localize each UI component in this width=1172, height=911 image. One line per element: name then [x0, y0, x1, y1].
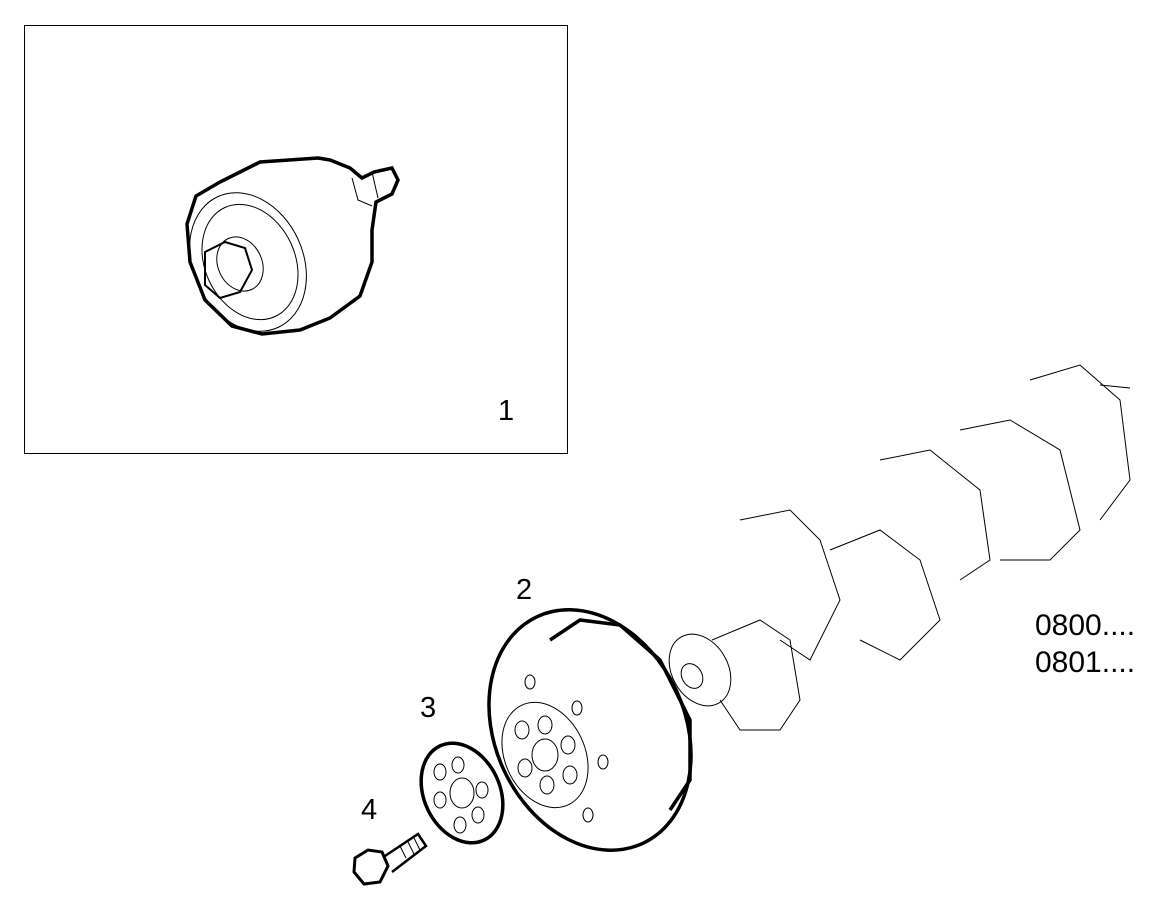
inset-frame: [24, 25, 568, 454]
callout-3: 3: [420, 692, 437, 724]
crankshaft-illustration: [668, 364, 1131, 731]
callout-1: 1: [498, 395, 515, 427]
callout-4: 4: [361, 794, 378, 826]
reference-0800: 0800....: [1035, 609, 1136, 642]
tool-illustration: [185, 156, 400, 336]
reference-0801: 0801....: [1035, 646, 1136, 679]
washer-illustration: [419, 741, 505, 845]
bolt-illustration: [352, 832, 428, 886]
pulley-illustration: [487, 608, 693, 852]
callout-2: 2: [516, 574, 533, 606]
